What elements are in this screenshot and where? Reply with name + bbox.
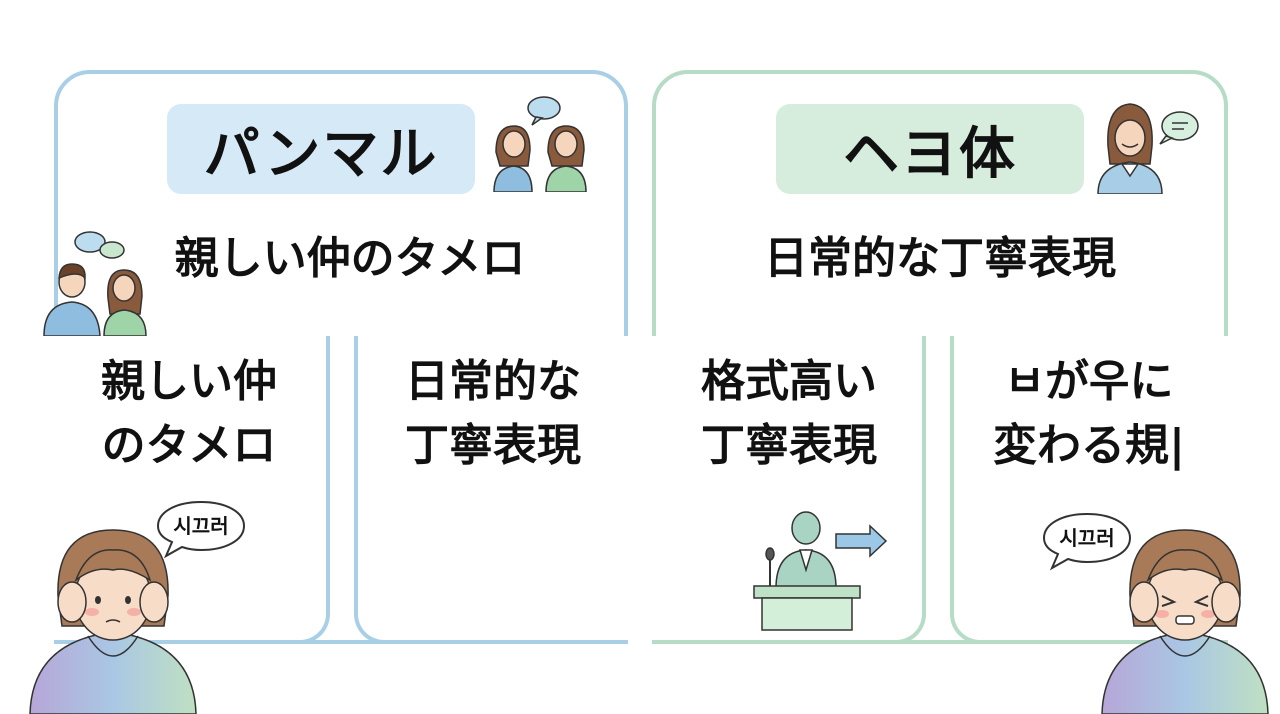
friends-chatting-icon bbox=[43, 231, 147, 336]
panmal-cell-1-text: 親しい仲 のタメロ bbox=[64, 350, 314, 478]
speaker-podium-icon bbox=[753, 511, 888, 631]
panmal-cell-1-line1: 親しい仲 bbox=[101, 356, 277, 407]
speech-bubble-text: 시끄러 bbox=[173, 514, 229, 538]
panmal-cell-2-line1: 日常的な bbox=[405, 356, 581, 407]
heyo-subtitle: 日常的な丁寧表現 bbox=[764, 233, 1116, 284]
heyo-cell-1-text: 格式高い 丁寧表現 bbox=[664, 350, 914, 478]
speech-bubble-text-right: 시끄러 bbox=[1059, 526, 1115, 550]
annoyed-girl-icon bbox=[1101, 529, 1269, 714]
panmal-cell-2-line2: 丁寧表現 bbox=[405, 420, 581, 471]
heyo-title: ヘヨ体 bbox=[776, 104, 1084, 194]
heyo-cell-2-text: ㅂが우に 変わる規| bbox=[964, 350, 1214, 478]
heyo-cell-2-line2: 変わる規| bbox=[992, 420, 1186, 471]
heyo-cell-1-line1: 格式高い bbox=[701, 356, 877, 407]
heyo-cell-1-line2: 丁寧表現 bbox=[701, 420, 877, 471]
annoyed-girl-icon bbox=[29, 529, 197, 714]
panmal-cell-2-box bbox=[354, 336, 628, 644]
panmal-cell-2-text: 日常的な 丁寧表現 bbox=[368, 350, 618, 478]
speech-bubble-icon bbox=[1042, 512, 1132, 571]
speech-bubble-icon bbox=[156, 500, 246, 559]
panmal-subtitle: 親しい仲のタメロ bbox=[174, 233, 526, 284]
panmal-title: パンマル bbox=[167, 104, 475, 194]
two-women-chatting-icon bbox=[493, 96, 587, 192]
panmal-cell-1-line2: のタメロ bbox=[101, 420, 277, 471]
heyo-cell-2-line1: ㅂが우に bbox=[1004, 356, 1174, 407]
polite-woman-icon bbox=[1097, 103, 1199, 194]
